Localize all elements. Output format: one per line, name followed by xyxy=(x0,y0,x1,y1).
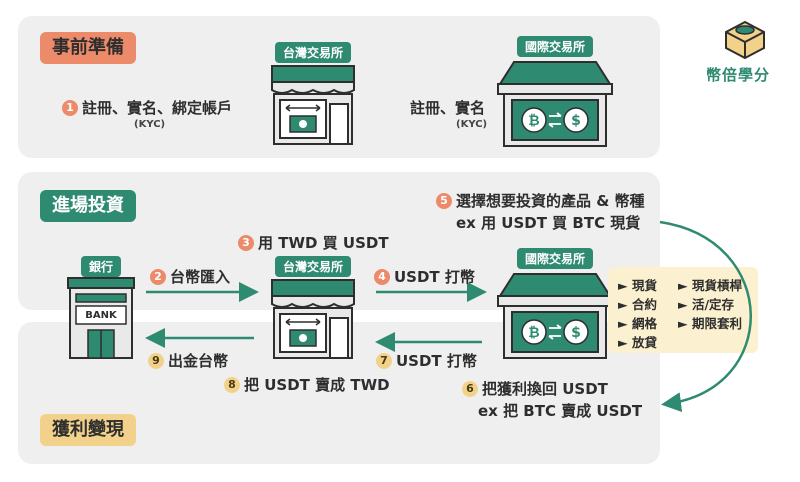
intl-exchange-building-invest: 國際交易所 ₿ $ xyxy=(494,248,616,362)
product-margin: ► 現貨槓桿 xyxy=(678,278,742,293)
step6-number: 6 xyxy=(462,381,478,397)
step4-number: 4 xyxy=(374,269,390,285)
storefront-icon xyxy=(271,65,355,145)
step5-number: 5 xyxy=(436,193,452,209)
product-arbitrage: ► 期限套利 xyxy=(678,316,742,331)
exchange-building-icon: ₿ $ xyxy=(497,273,613,359)
bank-building: 銀行 BANK xyxy=(66,256,136,360)
product-list-box: ► 現貨 ► 合約 ► 網格 ► 放貸 ► 現貨槓桿 ► 活/定存 ► 期限套利 xyxy=(608,267,758,353)
step3-number: 3 xyxy=(238,235,254,251)
intl-register-kyc: (KYC) xyxy=(456,119,488,130)
step9-text: 出金台幣 xyxy=(168,352,229,370)
coin-box-icon xyxy=(725,20,765,60)
step1-kyc: (KYC) xyxy=(134,119,166,130)
intl-register-text: 註冊、實名 xyxy=(410,99,486,117)
intl-exchange-building-prep: 國際交易所 ₿ $ xyxy=(494,36,616,150)
step4-text: USDT 打幣 xyxy=(394,268,475,286)
step8-text: 把 USDT 賣成 TWD xyxy=(244,376,390,394)
product-lending: ► 放貸 xyxy=(618,335,657,350)
intl-exchange-label: 國際交易所 xyxy=(516,36,594,57)
step8-number: 8 xyxy=(224,377,240,393)
product-savings: ► 活/定存 xyxy=(678,297,735,312)
product-grid: ► 網格 xyxy=(618,316,657,331)
svg-text:$: $ xyxy=(571,113,581,129)
product-spot: ► 現貨 xyxy=(618,278,657,293)
tw-exchange-shop-invest: 台灣交易所 xyxy=(268,256,358,362)
section-cashout-tag: 獲利變現 xyxy=(40,414,136,446)
step7-text: USDT 打幣 xyxy=(396,352,477,370)
exchange-building-icon: ₿ $ xyxy=(497,61,613,147)
step3-text: 用 TWD 買 USDT xyxy=(258,234,389,252)
step5-text: 選擇想要投資的產品 & 幣種 xyxy=(456,192,645,210)
tw-exchange-shop-prep: 台灣交易所 xyxy=(268,42,358,148)
step6-line2: ex 把 BTC 賣成 USDT xyxy=(478,402,643,420)
svg-text:₿: ₿ xyxy=(528,113,539,129)
svg-text:₿: ₿ xyxy=(528,325,539,341)
brand-name: 幣倍學分 xyxy=(706,66,771,84)
section-prep-tag: 事前準備 xyxy=(40,32,136,64)
bank-sign: BANK xyxy=(85,310,117,321)
product-futures: ► 合約 xyxy=(618,297,657,312)
brand-logo: 幣倍學分 xyxy=(700,18,790,88)
step6-text: 把獲利換回 USDT xyxy=(482,380,608,398)
step5-line2: ex 用 USDT 買 BTC 現貨 xyxy=(456,214,641,232)
bank-icon xyxy=(67,277,135,359)
tw-exchange-label-invest: 台灣交易所 xyxy=(274,256,352,277)
svg-text:$: $ xyxy=(571,325,581,341)
bank-label: 銀行 xyxy=(80,256,122,277)
step1-number: 1 xyxy=(62,100,78,116)
tw-exchange-label: 台灣交易所 xyxy=(274,42,352,63)
step7-number: 7 xyxy=(376,353,392,369)
step2-text: 台幣匯入 xyxy=(170,268,231,286)
storefront-icon xyxy=(271,279,355,359)
step1-text: 註冊、實名、綁定帳戶 xyxy=(82,99,233,117)
intl-exchange-label-invest: 國際交易所 xyxy=(516,248,594,269)
step2-number: 2 xyxy=(150,269,166,285)
step9-number: 9 xyxy=(148,353,164,369)
section-invest-tag: 進場投資 xyxy=(40,190,136,222)
